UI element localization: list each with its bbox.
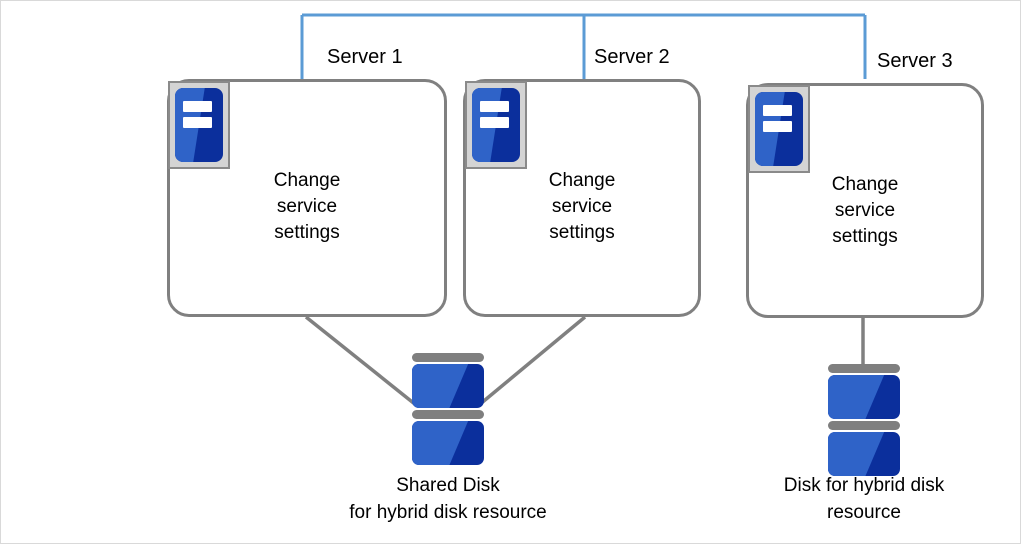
chassis-graphic — [472, 88, 520, 162]
disk-platter-highlight — [412, 421, 469, 465]
disk-bar-middle — [412, 410, 484, 419]
disk-platter-upper — [828, 375, 900, 419]
shared-disk-caption: Shared Disk for hybrid disk resource — [349, 475, 547, 523]
disk-platter-highlight — [828, 432, 885, 476]
connector-server1-to-shared-disk — [304, 315, 418, 407]
disk-bar-top — [412, 353, 484, 362]
server-box-3[interactable]: Change service settings — [746, 83, 984, 318]
server-box-3-text: Change service settings — [831, 174, 899, 247]
disk-platter-upper — [412, 364, 484, 408]
shared-disk-connectors — [304, 315, 587, 407]
disk-bar-middle — [828, 421, 900, 430]
server-label-3: Server 3 — [877, 50, 953, 72]
disk-platter-highlight — [412, 364, 469, 408]
chassis-bar-bottom — [479, 116, 510, 128]
server-machine-icon-2 — [465, 81, 527, 169]
disk-platter-highlight — [828, 375, 885, 419]
connector-server2-to-shared-disk — [477, 315, 587, 407]
shared-disk-icon — [412, 353, 484, 467]
interconnect-network-bracket — [300, 13, 867, 79]
server-box-2-text: Change service settings — [548, 170, 616, 243]
disk-platter-lower — [412, 421, 484, 465]
server-label-1: Server 1 — [327, 46, 403, 68]
chassis-bar-top — [762, 104, 793, 116]
server-box-1[interactable]: Change service settings — [167, 79, 447, 317]
server-machine-icon-1 — [168, 81, 230, 169]
disk-platter-lower — [828, 432, 900, 476]
chassis-bar-top — [479, 100, 510, 112]
chassis-bar-bottom — [762, 120, 793, 132]
chassis-graphic — [175, 88, 223, 162]
chassis-bar-top — [182, 100, 213, 112]
hybrid-disk-icon — [828, 364, 900, 478]
chassis-graphic — [755, 92, 803, 166]
server-box-1-text: Change service settings — [273, 170, 341, 243]
disk-bar-top — [828, 364, 900, 373]
hybrid-disk-caption: Disk for hybrid disk resource — [783, 475, 945, 523]
server-machine-icon-3 — [748, 85, 810, 173]
server-label-2: Server 2 — [594, 46, 670, 68]
chassis-bar-bottom — [182, 116, 213, 128]
